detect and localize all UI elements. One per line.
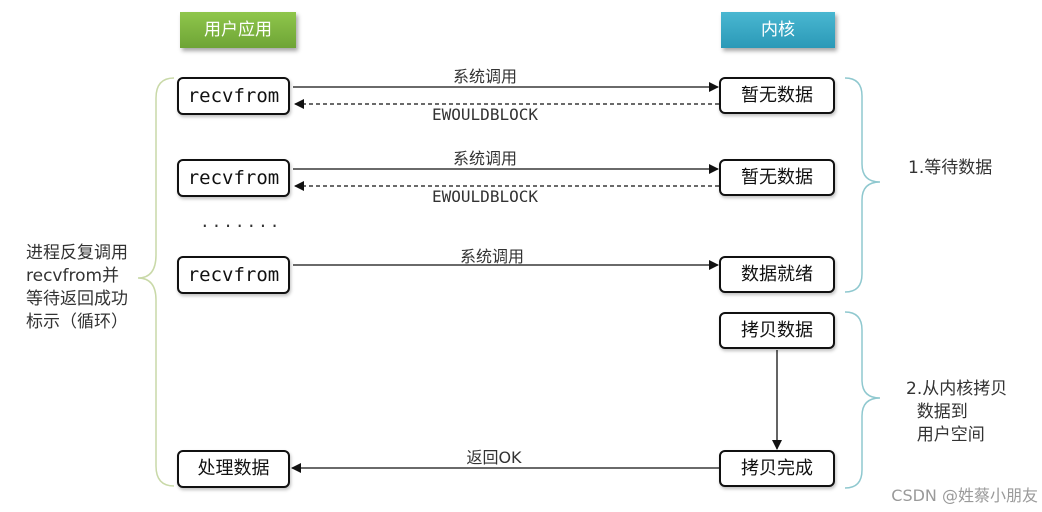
phase1-label: 1.等待数据 <box>908 158 993 178</box>
syscall-label-3: 系统调用 <box>459 247 524 266</box>
user-app-header: 用户应用 <box>180 12 296 48</box>
watermark: CSDN @姓蔡小朋友 <box>891 486 1038 505</box>
return-ok-label: 返回OK <box>466 448 522 467</box>
phase2-label: 2.从内核拷贝 数据到 用户空间 <box>906 379 1008 445</box>
left-brace <box>137 77 175 487</box>
recvfrom-call-3: recvfrom <box>177 256 290 294</box>
kernel-state-copy-done: 拷贝完成 <box>719 450 835 487</box>
syscall-label-2: 系统调用 <box>452 149 517 168</box>
phase2-brace <box>844 311 881 489</box>
ellipsis-dots: ....... <box>200 212 282 231</box>
recvfrom-call-1: recvfrom <box>177 77 290 115</box>
process-data-box: 处理数据 <box>177 450 290 488</box>
left-loop-note: 进程反复调用 recvfrom并 等待返回成功 标示（循环） <box>26 243 128 332</box>
kernel-header: 内核 <box>721 12 835 48</box>
phase1-brace <box>844 77 881 293</box>
recvfrom-call-2: recvfrom <box>177 159 290 197</box>
kernel-state-no-data-1: 暂无数据 <box>719 77 835 114</box>
kernel-state-copying: 拷贝数据 <box>719 312 835 349</box>
ewouldblock-label-2: EWOULDBLOCK <box>432 187 538 206</box>
kernel-state-no-data-2: 暂无数据 <box>719 159 835 196</box>
kernel-state-data-ready: 数据就绪 <box>719 256 835 293</box>
syscall-label-1: 系统调用 <box>452 67 517 86</box>
ewouldblock-label-1: EWOULDBLOCK <box>432 105 538 124</box>
